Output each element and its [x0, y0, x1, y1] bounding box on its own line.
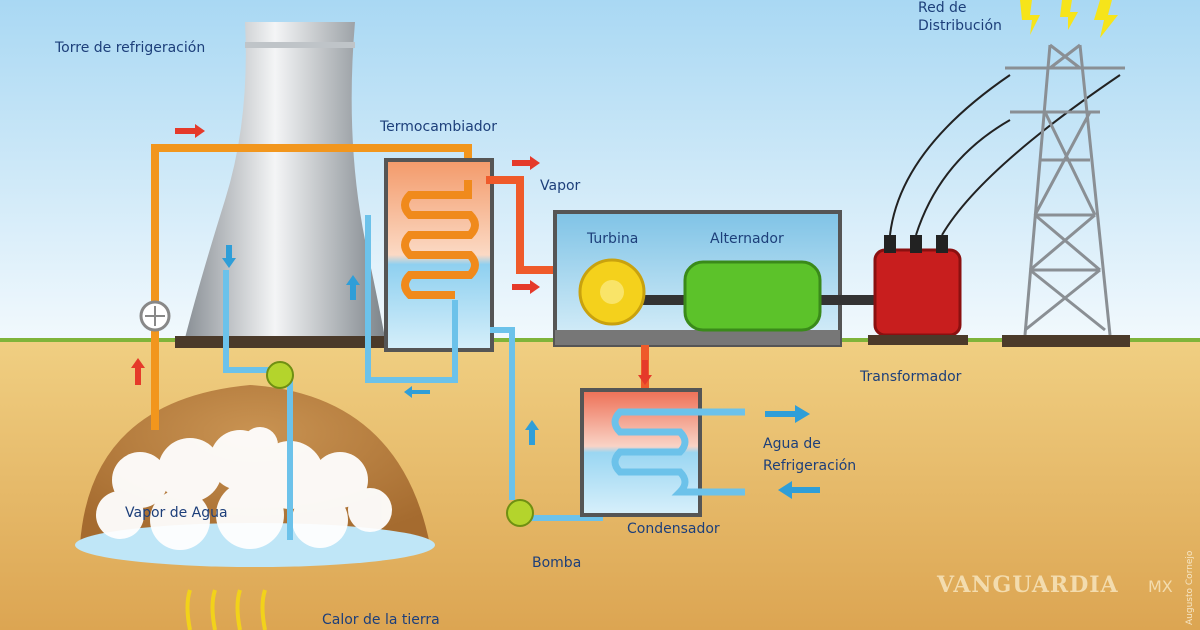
- transformer: [873, 248, 962, 337]
- credit: Augusto Cornejo: [1185, 550, 1195, 625]
- watermark-suffix: MX: [1148, 577, 1173, 596]
- label-pump: Bomba: [532, 555, 581, 571]
- alternator: [683, 260, 822, 332]
- lightning-icons: [1020, 0, 1118, 38]
- flow-arrows-cold: [222, 245, 820, 499]
- flow-arrows-hot: [131, 124, 652, 385]
- heat-exchanger-coil: [401, 180, 479, 299]
- transmission-tower: [1005, 43, 1125, 336]
- transformer-bushings: [884, 235, 948, 253]
- label-transformer: Transformador: [859, 369, 962, 385]
- label-earth-heat: Calor de la tierra: [322, 612, 440, 628]
- house-floor: [555, 330, 840, 345]
- label-distribution-2: Distribución: [918, 18, 1002, 34]
- label-cooling-tower: Torre de refrigeración: [54, 40, 205, 56]
- label-cooling-water-1: Agua de: [763, 436, 821, 452]
- pump-icon: [266, 361, 294, 389]
- label-turbine: Turbina: [586, 231, 638, 247]
- steam-clouds: [96, 427, 392, 550]
- label-cooling-water-2: Refrigeración: [763, 458, 856, 474]
- tower-band: [245, 42, 355, 48]
- label-steam: Vapor: [540, 178, 581, 194]
- label-alternator: Alternador: [710, 231, 784, 247]
- label-distribution-1: Red de: [918, 0, 967, 16]
- label-heat-exchanger: Termocambiador: [379, 119, 497, 135]
- label-condenser: Condensador: [627, 521, 720, 537]
- bomba-pump-icon: [506, 499, 534, 527]
- earth-heat-arrows: [185, 589, 267, 630]
- watermark-brand: VANGUARDIA: [936, 572, 1119, 598]
- condenser-coil: [611, 408, 745, 496]
- transformer-base: [868, 335, 968, 345]
- tower-base-pad: [1002, 335, 1130, 347]
- tower-base: [175, 336, 390, 348]
- label-water-vapor: Vapor de Agua: [125, 505, 228, 521]
